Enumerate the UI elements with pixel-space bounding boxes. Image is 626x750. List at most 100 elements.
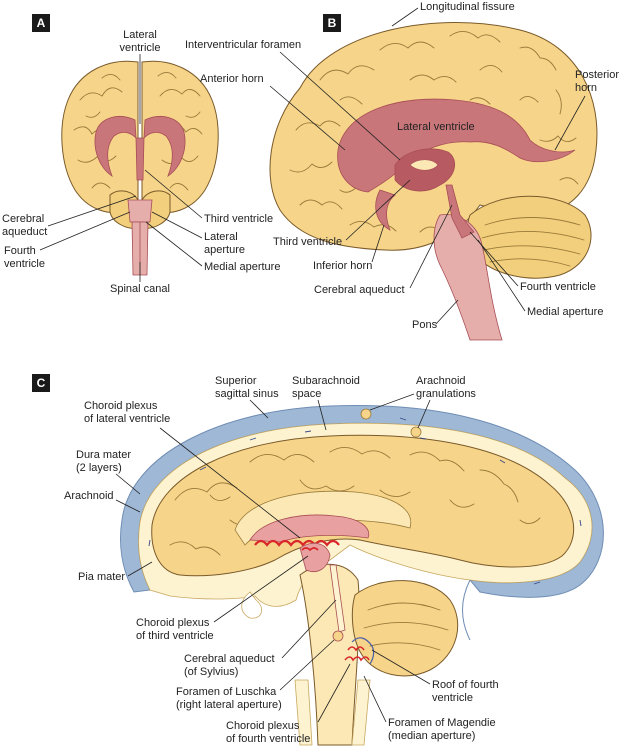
- label-c-arachnoid-granulations-1: Arachnoid: [416, 375, 466, 387]
- label-a-spinal-canal: Spinal canal: [110, 283, 170, 295]
- label-a-lateral-aperture-2: aperture: [204, 244, 245, 256]
- label-c-foramen-magendie-1: Foramen of Magendie: [388, 717, 496, 729]
- choroid-plexus-third-c: [301, 547, 319, 552]
- tentorium-c: [462, 579, 471, 641]
- leader-c-superior-sagittal-sinus: [249, 399, 269, 419]
- label-c-roof-fourth-2: ventricle: [432, 692, 473, 704]
- choroid-plexus-fourth-c: [344, 646, 370, 662]
- panel-a-tag-text: A: [37, 16, 46, 30]
- label-c-choroid-plexus-lateral-1: Choroid plexus: [84, 400, 158, 412]
- label-c-foramen-luschka-1: Foramen of Luschka: [176, 686, 277, 698]
- label-b-anterior-horn: Anterior horn: [200, 73, 264, 85]
- label-c-pia-mater: Pia mater: [78, 571, 125, 583]
- brainstem-b: [433, 214, 503, 341]
- cerebellum-c-folia: [363, 602, 449, 651]
- aqueduct-fourth-b: [445, 184, 475, 239]
- brainstem-c: [299, 563, 360, 746]
- leader-c-cerebral-aqueduct: [281, 599, 337, 659]
- label-b-interventricular-foramen: Interventricular foramen: [185, 39, 301, 51]
- label-b-cerebral-aqueduct: Cerebral aqueduct: [314, 284, 405, 296]
- leader-b-inferior-horn: [371, 224, 385, 263]
- pituitary-recess-c: [241, 591, 263, 619]
- label-c-dura-mater-1: Dura mater: [76, 449, 131, 461]
- leader-c-choroid-plexus-lateral: [159, 427, 301, 539]
- leader-a-lateral-aperture: [151, 211, 203, 239]
- leader-b-fourth-ventricle: [469, 231, 519, 287]
- leader-a-cerebral-aqueduct: [47, 195, 137, 227]
- label-a-fourth-ventricle-1: Fourth: [4, 245, 36, 257]
- leader-a-third-ventricle: [144, 169, 203, 219]
- choroid-plexus-lateral-c: [254, 539, 340, 547]
- leader-b-longitudinal-fissure: [391, 7, 419, 27]
- label-c-choroid-plexus-third-1: Choroid plexus: [136, 617, 210, 629]
- label-a-fourth-ventricle-2: ventricle: [4, 258, 45, 270]
- label-c-foramen-luschka-2: (right lateral aperture): [176, 699, 282, 711]
- left-lateral-ventricle: [94, 116, 137, 178]
- label-c-cerebral-aqueduct-1: Cerebral aqueduct: [184, 653, 275, 665]
- cerebellum-b-folia: [481, 217, 585, 267]
- panel-c-tag: C: [32, 374, 50, 392]
- spinal-csf-c: [294, 679, 313, 746]
- leader-c-choroid-plexus-third: [213, 555, 309, 623]
- leader-a-medial-aperture: [145, 221, 203, 267]
- label-c-choroid-plexus-fourth-2: of fourth ventricle: [226, 733, 310, 745]
- leader-c-foramen-magendie: [363, 675, 387, 723]
- label-b-pons: Pons: [412, 319, 438, 331]
- leader-b-medial-aperture: [477, 239, 526, 312]
- foramen-luschka-c: [332, 630, 344, 642]
- label-c-subarachnoid-space-2: space: [292, 388, 321, 400]
- leader-c-dura-mater: [115, 473, 141, 495]
- label-a-cerebral-aqueduct-2: aqueduct: [2, 226, 47, 238]
- leader-c-foramen-luschka: [279, 639, 335, 691]
- label-a-medial-aperture: Medial aperture: [204, 261, 280, 273]
- interthalamic-gap: [409, 159, 439, 171]
- label-b-medial-aperture: Medial aperture: [527, 306, 603, 318]
- leader-c-pia-mater: [127, 561, 153, 577]
- third-ventricle-c: [299, 542, 331, 572]
- arachnoid-granulation-2: [410, 426, 422, 438]
- leader-b-third-ventricle: [345, 179, 411, 241]
- lateral-brain-illustration: [269, 21, 598, 341]
- third-ventricle-a: [135, 137, 145, 181]
- label-b-longitudinal-fissure: Longitudinal fissure: [420, 1, 515, 13]
- leader-b-pons: [435, 299, 459, 325]
- label-a-third-ventricle: Third ventricle: [204, 213, 273, 225]
- label-b-lateral-ventricle: Lateral ventricle: [397, 121, 475, 133]
- roof-fourth-ventricle-c: [351, 637, 375, 665]
- label-c-superior-sagittal-sinus-2: sagittal sinus: [215, 388, 279, 400]
- panel-b-tag-text: B: [328, 16, 337, 30]
- label-b-posterior-horn-2: horn: [575, 82, 597, 94]
- panel-b-tag: B: [323, 14, 341, 32]
- cerebral-aqueduct-c: [329, 564, 346, 633]
- label-a-cerebral-aqueduct-1: Cerebral: [2, 213, 44, 225]
- label-a-lateral-ventricle-1: Lateral: [123, 29, 157, 41]
- label-b-fourth-ventricle: Fourth ventricle: [520, 281, 596, 293]
- panel-a-tag: A: [32, 14, 50, 32]
- label-a-lateral-aperture-1: Lateral: [204, 231, 238, 243]
- leader-b-cerebral-aqueduct: [409, 204, 453, 289]
- leader-a-fourth-ventricle: [39, 211, 131, 251]
- label-c-arachnoid: Arachnoid: [64, 490, 114, 502]
- label-c-choroid-plexus-fourth-1: Choroid plexus: [226, 720, 300, 732]
- label-c-foramen-magendie-2: (median aperture): [388, 730, 475, 742]
- panel-c-tag-text: C: [37, 376, 46, 390]
- leader-b-interventricular-foramen: [279, 51, 401, 161]
- label-a-lateral-ventricle-2: ventricle: [120, 42, 161, 54]
- panel-a: A Lateral ventricle Cerebral aqueduct Fo…: [2, 14, 280, 295]
- label-c-choroid-plexus-lateral-2: of lateral ventricle: [84, 413, 170, 425]
- leader-b-anterior-horn: [269, 85, 346, 151]
- leader-c-subarachnoid-space: [317, 399, 327, 431]
- label-c-choroid-plexus-third-2: of third ventricle: [136, 630, 214, 642]
- label-c-subarachnoid-space-1: Subarachnoid: [292, 375, 360, 387]
- arachnoid-granulation-1: [360, 408, 372, 420]
- label-b-inferior-horn: Inferior horn: [313, 260, 372, 272]
- panel-b: B Longitudinal fissure Interventricular …: [185, 1, 619, 341]
- label-c-dura-mater-2: (2 layers): [76, 462, 122, 474]
- csf-flow-arrows: [148, 417, 582, 585]
- label-c-arachnoid-granulations-2: granulations: [416, 388, 476, 400]
- leader-c-arachnoid: [115, 499, 141, 513]
- leader-c-choroid-plexus-fourth: [317, 663, 351, 723]
- label-c-roof-fourth-1: Roof of fourth: [432, 679, 499, 691]
- fourth-ventricle-a: [127, 199, 153, 223]
